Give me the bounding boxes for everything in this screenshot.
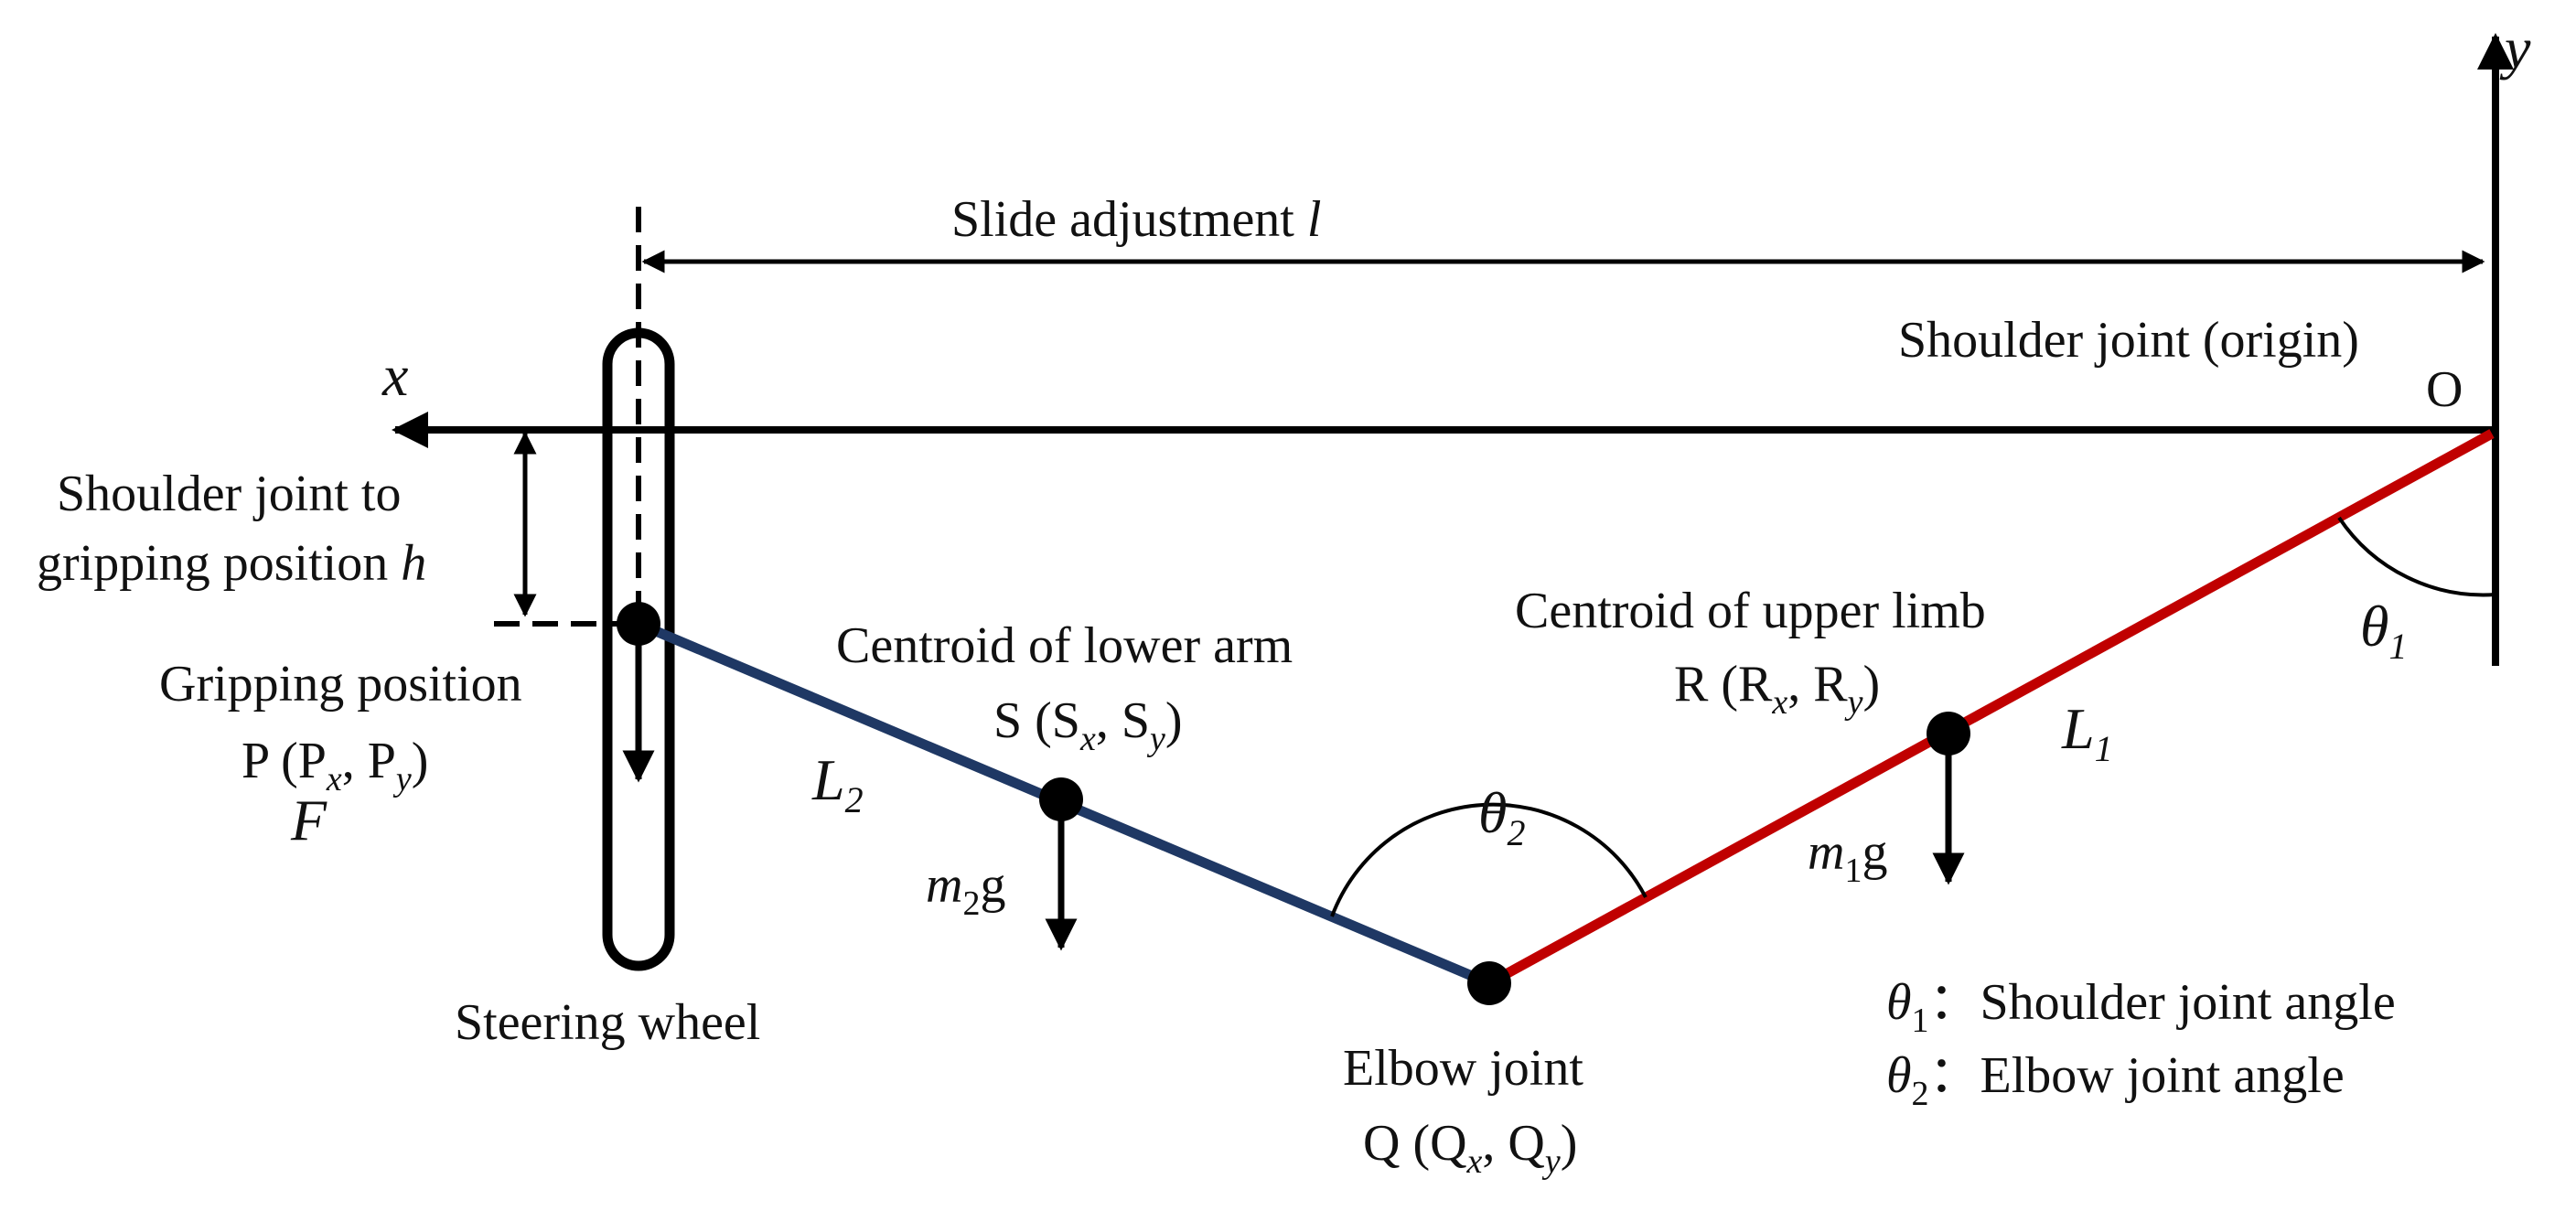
lower-arm-centroid-label: Centroid of lower arm [836,617,1293,674]
upper-arm-centroid-point [1927,712,1970,756]
legend-theta1: θ1：Shoulder joint angle [1886,974,2396,1040]
height-label-line1: Shoulder joint to [57,466,401,522]
gripping-position-point [617,602,660,646]
shoulder-origin-label: Shoulder joint (origin) [1898,312,2359,369]
lower-arm-centroid-point [1039,777,1083,821]
link1-label: L1 [2061,696,2113,769]
upper-limb-centroid-label: Centroid of upper limb [1515,583,1986,639]
elbow-joint-point [1467,961,1511,1005]
theta1-arc [2337,516,2496,597]
x-axis-label: x [381,343,408,408]
gripping-position-label: Gripping position [159,656,522,713]
theta2-arc [1330,802,1648,917]
height-label-line2: gripping position h [37,535,426,592]
slide-adjustment-label: Slide adjustment l [951,191,1321,248]
mass1-label: m1g [1808,824,1887,890]
link2-label: L2 [811,747,864,820]
point-q-label: Q (Qx, Qy) [1363,1115,1577,1181]
theta2-label: θ2 [1478,780,1525,853]
steering-wheel-label: Steering wheel [455,994,760,1051]
y-axis-label: y [2499,16,2531,80]
legend-theta2: θ2：Elbow joint angle [1886,1047,2345,1113]
upper-arm-link [1487,429,2495,988]
mass2-label: m2g [926,857,1005,923]
elbow-joint-label: Elbow joint [1343,1040,1583,1097]
point-s-label: S (Sx, Sy) [993,692,1183,758]
point-r-label: R (Rx, Ry) [1674,656,1880,722]
point-p-label: P (Px, Py) [242,733,428,798]
theta1-label: θ1 [2360,594,2407,667]
force-label: F [290,788,327,852]
origin-label: O [2426,361,2463,418]
